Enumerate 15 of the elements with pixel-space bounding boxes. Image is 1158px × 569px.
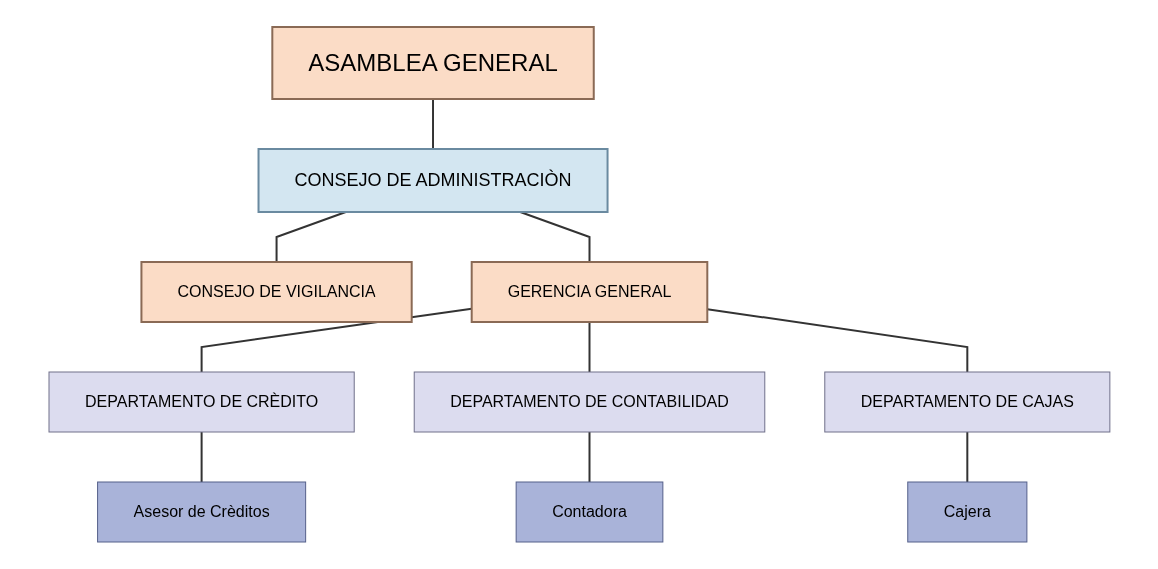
connector bbox=[588, 321, 591, 373]
node-box: Asesor de Crèditos bbox=[96, 481, 306, 543]
connector bbox=[588, 431, 591, 483]
node-box: Cajera bbox=[906, 481, 1027, 543]
node-box: DEPARTAMENTO DE CRÈDITO bbox=[48, 371, 355, 433]
connector bbox=[200, 431, 203, 483]
node-box: CONSEJO DE ADMINISTRACIÒN bbox=[257, 148, 609, 213]
node-box: ASAMBLEA GENERAL bbox=[270, 26, 595, 100]
node-box: DEPARTAMENTO DE CAJAS bbox=[823, 371, 1110, 433]
connector bbox=[965, 431, 968, 483]
node-box: CONSEJO DE VIGILANCIA bbox=[140, 261, 413, 323]
node-box: Contadora bbox=[515, 481, 663, 543]
node-box: GERENCIA GENERAL bbox=[470, 261, 708, 323]
connector bbox=[431, 98, 434, 150]
node-box: DEPARTAMENTO DE CONTABILIDAD bbox=[413, 371, 765, 433]
